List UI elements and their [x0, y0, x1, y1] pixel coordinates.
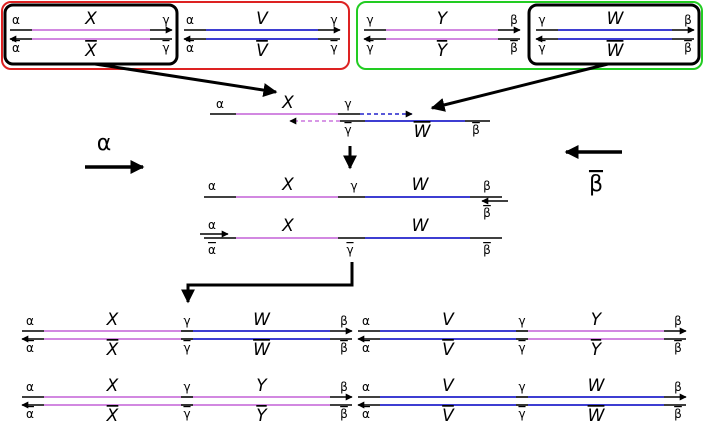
intermediate-label-w-bar: W: [414, 122, 432, 142]
result-vy-segment-label-2-bar: Y: [591, 340, 603, 360]
template-x-primer-bottom-right: γ: [162, 41, 169, 55]
template-w-primer-bottom-right: β: [684, 41, 692, 55]
product-top-primer-beta: β: [483, 179, 491, 193]
template-y-primer-top-left: γ: [366, 13, 373, 27]
result-xw-primer-bottom-left: α: [26, 341, 34, 355]
result-vw-segment-label-2-bar: W: [588, 406, 606, 426]
result-vy-primer-bottom-right: β: [674, 341, 682, 355]
result-vy-primer-top-mid: γ: [518, 314, 525, 328]
product-top-label-w: W: [412, 175, 430, 195]
result-vw-segment-label-1: V: [442, 376, 455, 396]
template-w-primer-bottom-left: γ: [538, 41, 545, 55]
result-xw-segment-label-1: X: [106, 310, 119, 330]
intermediate-label-x: X: [281, 93, 294, 113]
template-y-primer-top-right: β: [510, 13, 518, 27]
template-x-segment-label: X: [84, 9, 97, 29]
template-w-primer-top-left: γ: [538, 13, 545, 27]
result-xw-primer-top-right: β: [340, 314, 348, 328]
template-x-primer-top-left: α: [12, 13, 20, 27]
result-vy-primer-top-right: β: [674, 314, 682, 328]
template-y-segment-label-bar: Y: [437, 41, 449, 61]
product-bottom-primer-alpha-bar: α: [208, 243, 216, 257]
intermediate-primer-beta-bar: β: [472, 123, 480, 137]
result-vw-primer-bottom-left: α: [362, 407, 370, 421]
result-vy-segment-label-1: V: [442, 310, 455, 330]
template-v-primer-top-right: γ: [330, 13, 337, 27]
product-bottom-primer-gamma-bar: γ: [346, 243, 353, 257]
product-bottom-label-w: W: [412, 216, 430, 236]
template-w-segment-label-bar: W: [607, 41, 625, 61]
result-xw-primer-bottom-mid: γ: [183, 341, 190, 355]
template-y-segment-label: Y: [437, 9, 449, 29]
result-xw-primer-top-mid: γ: [183, 314, 190, 328]
intermediate-primer-alpha: α: [216, 97, 224, 111]
template-v-primer-top-left: α: [186, 13, 194, 27]
template-w-primer-top-right: β: [684, 13, 692, 27]
product-bottom-primer-alpha: α: [208, 218, 216, 232]
result-xw-segment-label-2: W: [253, 310, 271, 330]
green-group-box: [356, 1, 703, 70]
result-vy-segment-label-2: Y: [591, 310, 603, 330]
result-vy-primer-top-left: α: [362, 314, 370, 328]
template-y-primer-bottom-left: γ: [366, 41, 373, 55]
template-v-segment-label-bar: V: [256, 41, 269, 61]
product-top-primer-gamma: γ: [350, 179, 357, 193]
result-xy-segment-label-1: X: [106, 376, 119, 396]
result-xy-primer-bottom-right: β: [340, 407, 348, 421]
product-bottom-primer-beta-bar: β: [483, 243, 491, 257]
arrow-w-to-intermediate: [430, 62, 609, 112]
result-xw-primer-top-left: α: [26, 314, 34, 328]
intermediate-primer-gamma: γ: [344, 97, 351, 111]
result-xw-primer-bottom-right: β: [340, 341, 348, 355]
result-vw-segment-label-2: W: [588, 376, 606, 396]
result-xw-segment-label-2-bar: W: [253, 340, 271, 360]
result-xy-primer-bottom-mid: γ: [183, 407, 190, 421]
selected-template-x-box: [3, 3, 179, 66]
product-top-label-x: X: [281, 175, 294, 195]
template-v-primer-bottom-left: α: [186, 41, 194, 55]
result-xy-segment-label-1-bar: X: [106, 406, 119, 426]
product-top-primer-alpha: α: [208, 179, 216, 193]
result-vw-segment-label-1-bar: V: [442, 406, 455, 426]
template-w-segment-label: W: [607, 9, 625, 29]
result-vw-primer-bottom-mid: γ: [518, 407, 525, 421]
result-vy-segment-label-1-bar: V: [442, 340, 455, 360]
red-group-box: [1, 1, 350, 70]
template-x-segment-label-bar: X: [84, 41, 97, 61]
result-vw-primer-top-left: α: [362, 380, 370, 394]
result-xy-segment-label-2: Y: [256, 376, 268, 396]
intermediate-primer-gamma-bar: γ: [344, 123, 351, 137]
result-xw-segment-label-1-bar: X: [106, 340, 119, 360]
result-xy-primer-top-left: α: [26, 380, 34, 394]
result-xy-primer-bottom-left: α: [26, 407, 34, 421]
result-vw-primer-top-mid: γ: [518, 380, 525, 394]
product-bottom-label-x: X: [281, 216, 294, 236]
result-xy-primer-top-mid: γ: [183, 380, 190, 394]
template-v-primer-bottom-right: γ: [330, 41, 337, 55]
product-top-primer-beta-bar: β: [483, 206, 491, 220]
elbow-arrow: [181, 262, 354, 304]
template-x-primer-bottom-left: α: [12, 41, 20, 55]
selected-template-w-box: [527, 3, 701, 66]
result-vy-primer-bottom-left: α: [362, 341, 370, 355]
template-x-primer-top-right: γ: [162, 13, 169, 27]
result-vw-primer-top-right: β: [674, 380, 682, 394]
result-xy-segment-label-2-bar: Y: [256, 406, 268, 426]
template-y-primer-bottom-right: β: [510, 41, 518, 55]
result-xy-primer-top-right: β: [340, 380, 348, 394]
arrow-x-to-intermediate: [94, 62, 278, 97]
result-vy-primer-bottom-mid: γ: [518, 341, 525, 355]
alpha-primer-label: α: [97, 131, 112, 156]
template-v-segment-label: V: [256, 9, 269, 29]
beta-primer-label: β: [589, 172, 603, 197]
result-vw-primer-bottom-right: β: [674, 407, 682, 421]
